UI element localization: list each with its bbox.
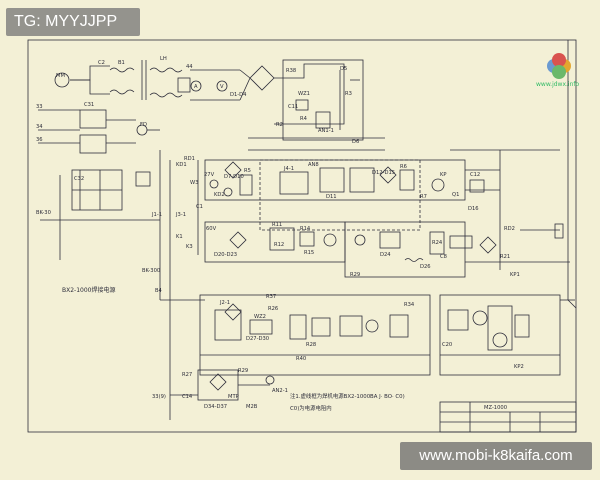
label-r4: R4 — [300, 116, 308, 122]
label-a: A — [194, 84, 198, 90]
label-rd2: RD2 — [504, 226, 515, 232]
label-27v: 27V — [204, 172, 215, 178]
label-kd1: KD1 — [176, 162, 187, 168]
label-an1-1: AN1-1 — [318, 128, 334, 134]
label-r40: R40 — [296, 356, 306, 362]
label-bk30: BK-30 — [36, 210, 51, 216]
title-block — [439, 401, 577, 433]
label-r21: R21 — [500, 254, 510, 260]
label-mtp: MTP — [228, 394, 239, 400]
label-k1: K1 — [176, 234, 183, 240]
label-mm: MM — [56, 73, 65, 79]
site-logo: www.jdwx.info — [532, 48, 582, 90]
label-d12-d15: D12-D15 — [372, 170, 395, 176]
label-r11: R11 — [272, 222, 282, 228]
label-r27: R27 — [182, 372, 192, 378]
label-44: 44 — [186, 64, 193, 70]
logo-caption: www.jdwx.info — [536, 81, 580, 88]
label-r15: R15 — [304, 250, 314, 256]
label-r7: R7 — [420, 194, 427, 200]
label-d16: D16 — [468, 206, 479, 212]
label-lh: LH — [160, 56, 167, 62]
label-kp2: KP2 — [514, 364, 524, 370]
label-wz2: WZ2 — [254, 314, 266, 320]
label-r6: R6 — [400, 164, 407, 170]
label-d7-d10: D7-D10 — [224, 174, 244, 180]
tg-watermark: TG: MYYJJPP — [6, 8, 140, 36]
diagram-title-left: BX2-1000焊接电源 — [62, 286, 115, 294]
label-r38: R38 — [286, 68, 296, 74]
label-d11: D11 — [326, 194, 337, 200]
label-r34: R34 — [404, 302, 415, 308]
label-r3: R3 — [345, 91, 352, 97]
label-r14: R14 — [300, 226, 311, 232]
label-r2: R2 — [276, 122, 283, 128]
label-m2b: M2B — [246, 404, 258, 410]
label-r12: R12 — [274, 242, 284, 248]
flower-logo-icon: www.jdwx.info — [536, 53, 580, 88]
label-b1: B1 — [118, 60, 125, 66]
caption-line-1b: BA J· BO· C0) — [370, 394, 405, 400]
label-d6: D6 — [352, 139, 359, 145]
label-j3-1: J3-1 — [175, 212, 186, 218]
motor-symbol — [54, 72, 70, 88]
label-j2-1: J2-1 — [219, 300, 230, 306]
label-wz1: WZ1 — [298, 91, 310, 97]
label-c12: C12 — [470, 172, 480, 178]
label-d27-d30: D27-D30 — [246, 336, 269, 342]
title-block-id: MZ-1000 — [484, 405, 507, 411]
label-d20-d23: D20-D23 — [214, 252, 237, 258]
label-q1: Q1 — [452, 192, 459, 198]
label-k3: K3 — [186, 244, 193, 250]
label-c31: C31 — [84, 102, 94, 108]
label-w3: W3 — [190, 180, 198, 186]
label-d1-d4: D1-D4 — [230, 92, 247, 98]
label-d5: D5 — [340, 66, 347, 72]
drawing-frame — [27, 39, 577, 433]
caption-line-1: 注1.虚线框为焊机电源BX2-1000 — [290, 392, 371, 400]
label-b4: B4 — [155, 288, 163, 294]
label-kp: KP — [440, 172, 447, 178]
label-r29b: R29 — [238, 368, 248, 374]
label-r26: R26 — [268, 306, 278, 312]
label-bk300: BK-300 — [142, 268, 160, 274]
label-j4-1: J4-1 — [283, 166, 294, 172]
site-watermark: www.mobi-k8kaifa.com — [400, 442, 592, 470]
label-33: 33 — [36, 104, 43, 110]
label-v: V — [220, 84, 224, 90]
label-j1-1: J1-1 — [151, 212, 162, 218]
label-rd1: RD1 — [184, 156, 195, 162]
label-kp1: KP1 — [510, 272, 520, 278]
label-r28: R28 — [306, 342, 316, 348]
label-r24: R24 — [432, 240, 443, 246]
label-an2-1: AN2-1 — [272, 388, 288, 394]
label-r37: R37 — [266, 294, 276, 300]
label-d26: D26 — [420, 264, 431, 270]
label-c20: C20 — [442, 342, 452, 348]
label-c32: C32 — [74, 176, 84, 182]
label-c1: C1 — [196, 204, 203, 210]
label-r5: R5 — [244, 168, 251, 174]
label-c14: C14 — [182, 394, 193, 400]
label-kd2: KD2 — [214, 192, 225, 198]
caption-line-2: C0)为电源电阻内 — [290, 404, 332, 412]
label-fd: FD — [140, 122, 147, 128]
bridge-d1-d4 — [249, 65, 275, 91]
label-c11: C11 — [288, 104, 298, 110]
label-34: 34 — [36, 124, 43, 130]
label-36: 36 — [36, 137, 43, 143]
label-r29: R29 — [350, 272, 360, 278]
label-33-9: 33(9) — [152, 394, 166, 400]
label-d34-d37: D34-D37 — [204, 404, 227, 410]
label-c2: C2 — [98, 60, 105, 66]
label-60v: 60V — [206, 226, 217, 232]
label-d24: D24 — [380, 252, 391, 258]
label-an8: AN8 — [308, 162, 319, 168]
label-c8: C8 — [440, 254, 447, 260]
